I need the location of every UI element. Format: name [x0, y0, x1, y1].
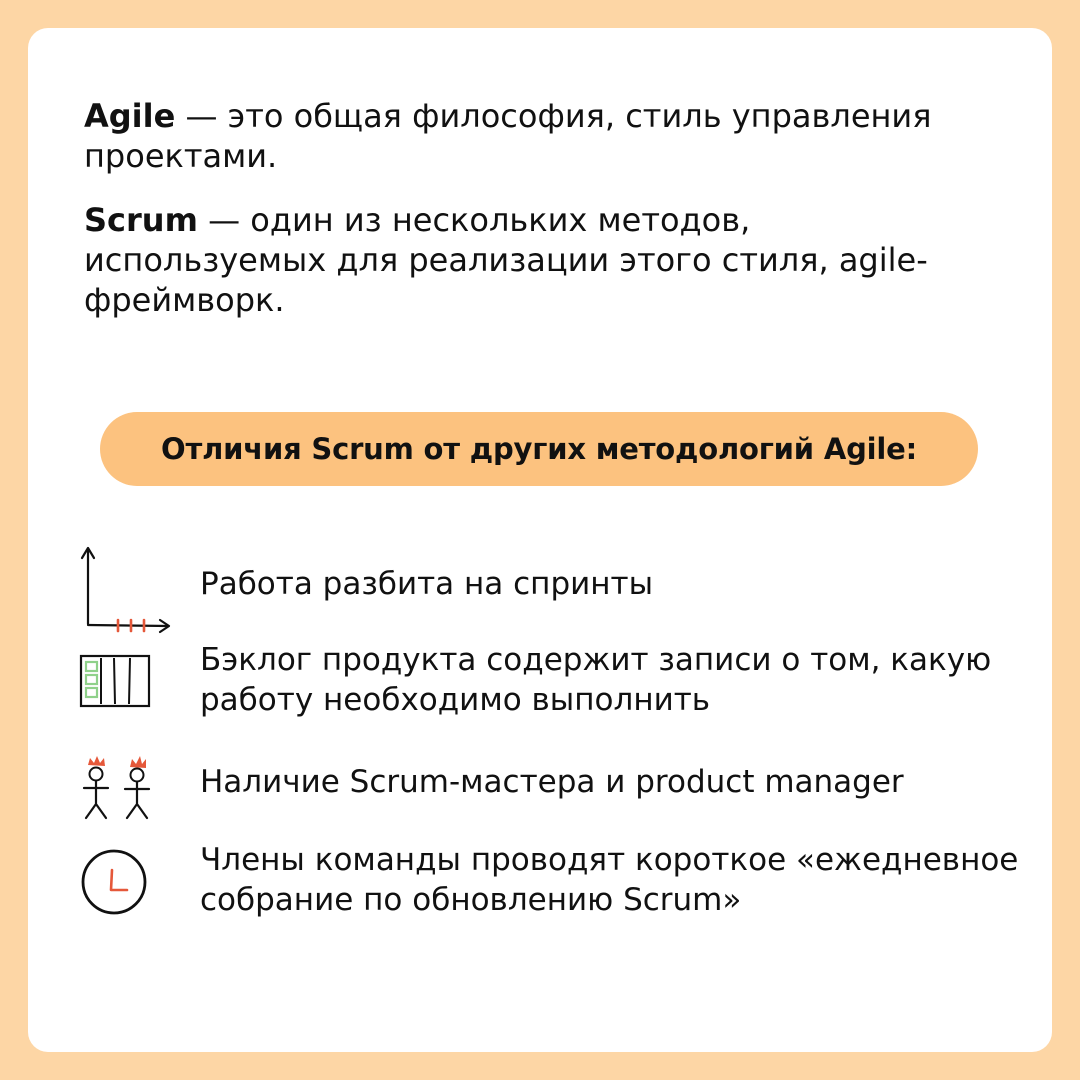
intro-agile-paragraph: Agile — это общая философия, стиль управ…: [84, 96, 984, 176]
feature-text: Члены команды проводят короткое «ежеднев…: [200, 842, 1019, 918]
scrum-term: Scrum: [84, 201, 198, 239]
agile-definition: — это общая философия, стиль управления …: [84, 97, 932, 175]
feature-text: Бэклог продукта содержит записи о том, к…: [200, 642, 992, 718]
scrum-definition: — один из нескольких методов, используем…: [84, 201, 928, 319]
agile-term: Agile: [84, 97, 176, 135]
feature-text: Работа разбита на спринты: [200, 566, 654, 602]
backlog-board-icon: [79, 654, 151, 708]
sprint-timeline-icon: [80, 546, 171, 634]
differences-heading: Отличия Scrum от других методологий Agil…: [100, 412, 978, 486]
intro-scrum-paragraph: Scrum — один из нескольких методов, испо…: [84, 200, 984, 320]
content-card: Agile — это общая философия, стиль управ…: [28, 28, 1052, 1052]
feature-text: Наличие Scrum-мастера и product manager: [200, 764, 904, 800]
clock-icon: [81, 849, 147, 915]
team-roles-icon: [82, 756, 151, 820]
